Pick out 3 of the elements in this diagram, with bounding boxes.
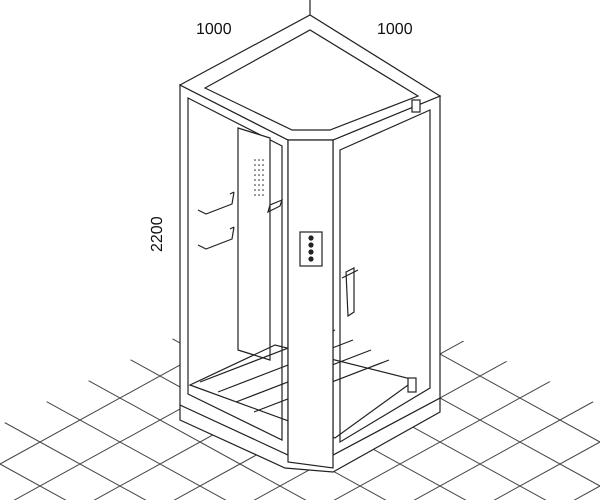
dimension-label: 1000 [196,22,232,38]
dimension-label: 1000 [377,22,413,38]
dimension-label: 2200 [150,216,166,252]
